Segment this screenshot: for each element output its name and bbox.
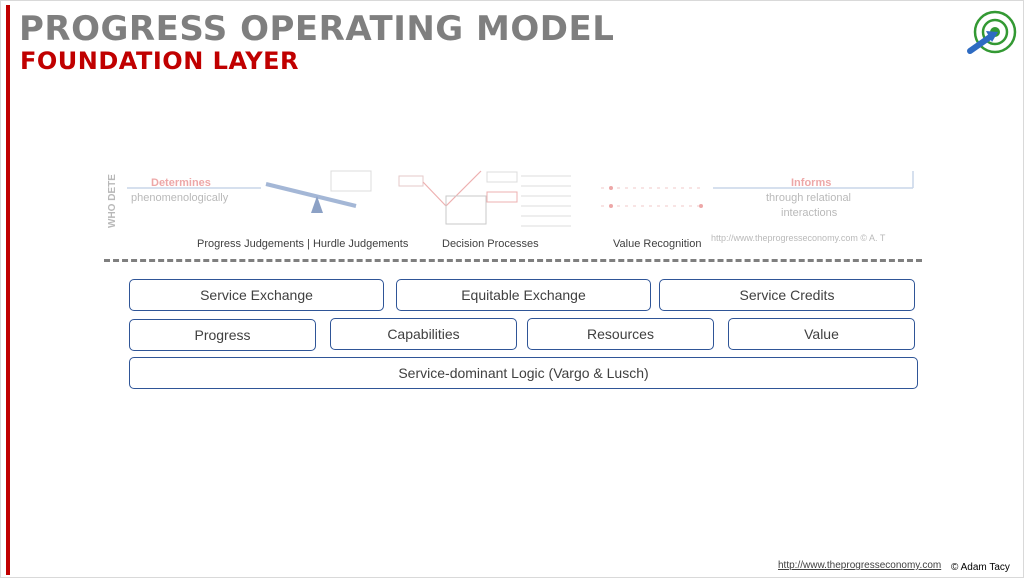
box-capabilities: Capabilities — [330, 318, 517, 350]
box-value: Value — [728, 318, 915, 350]
through-relational-label: through relational — [766, 192, 851, 204]
interactions-label: interactions — [781, 207, 838, 219]
who-label: WHO DETE — [107, 174, 118, 228]
strip-url-fragment: http://www.theprogresseconomy.com © A. T — [711, 233, 886, 243]
informs-label: Informs — [791, 177, 831, 189]
caption-value-recognition: Value Recognition — [613, 238, 702, 250]
footer-link[interactable]: http://www.theprogresseconomy.com — [778, 560, 942, 571]
dashed-divider — [104, 259, 922, 262]
determines-label: Determines — [151, 177, 211, 189]
faded-fragment-strip: WHO DETE Determines phenomenologically I… — [107, 170, 914, 243]
phenomenologically-label: phenomenologically — [131, 192, 229, 204]
slide-title: PROGRESS OPERATING MODEL — [19, 9, 615, 49]
accent-bar — [6, 5, 10, 575]
target-logo-icon — [967, 10, 1017, 54]
box-service-exchange: Service Exchange — [129, 279, 384, 311]
box-equitable-exchange: Equitable Exchange — [396, 279, 651, 311]
box-service-dominant-logic: Service-dominant Logic (Vargo & Lusch) — [129, 357, 918, 389]
footer-copyright: © Adam Tacy — [951, 562, 1010, 573]
caption-judgements: Progress Judgements | Hurdle Judgements — [197, 238, 409, 250]
slide-subtitle: FOUNDATION LAYER — [20, 47, 299, 75]
box-service-credits: Service Credits — [659, 279, 915, 311]
box-progress: Progress — [129, 319, 316, 351]
box-resources: Resources — [527, 318, 714, 350]
caption-decision-processes: Decision Processes — [442, 238, 539, 250]
